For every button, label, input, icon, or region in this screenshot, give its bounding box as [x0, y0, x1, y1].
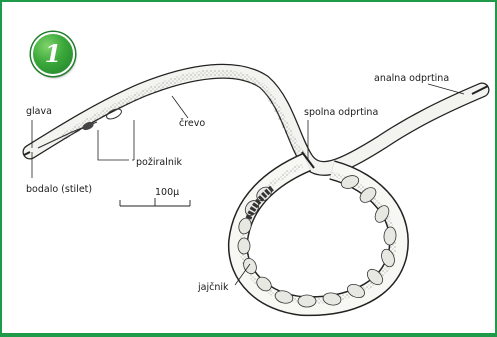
worm-body [24, 71, 488, 307]
nematode-diagram: glava požiralnik bodalo (stilet) 100µ čr… [2, 2, 495, 333]
label-analna-odprtina: analna odprtina [374, 73, 449, 84]
label-poziralnik: požiralnik [136, 157, 182, 168]
label-crevo: črevo [179, 118, 205, 129]
scale-bar-label: 100µ [155, 187, 179, 198]
label-bodalo: bodalo (stilet) [26, 184, 92, 195]
scale-bar [120, 198, 190, 206]
label-jajcnik: jajčnik [197, 282, 229, 293]
label-glava: glava [26, 106, 52, 117]
label-spolna-odprtina: spolna odprtina [304, 107, 378, 118]
